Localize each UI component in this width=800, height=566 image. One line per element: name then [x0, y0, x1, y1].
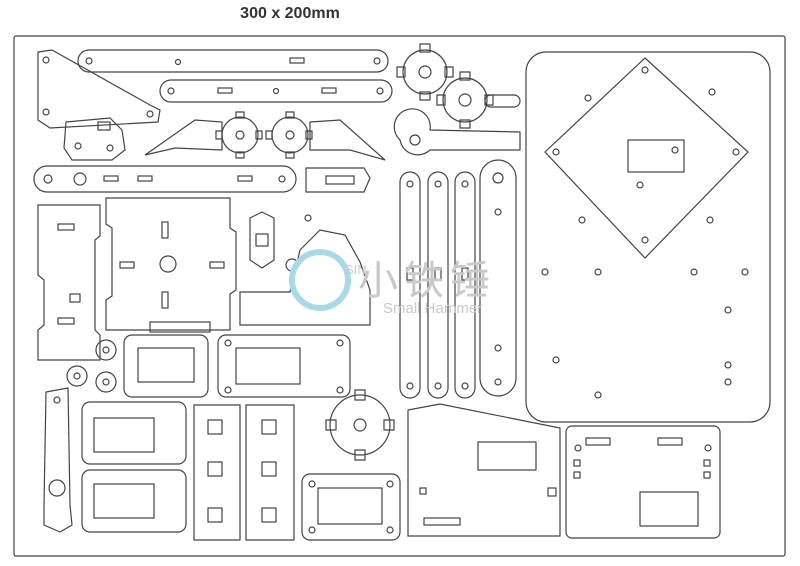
sheet-title: 300 x 200mm: [240, 5, 340, 22]
slot-tab-part: [305, 167, 371, 193]
base-box-front: [105, 197, 237, 331]
small-slot-link: [484, 94, 521, 108]
left-support-part: [37, 204, 101, 361]
vertical-link-2: [427, 171, 449, 399]
claw-block-part: [63, 117, 126, 161]
servo-mount-lower-2: [81, 469, 187, 533]
gripper-left: [144, 119, 223, 156]
servo-frame-lower: [301, 473, 401, 541]
small-bracket: [249, 211, 275, 269]
watermark-chinese-text: 小铁锤: [358, 258, 496, 304]
gear-pair: [215, 111, 313, 159]
washer-set: [66, 339, 117, 393]
vertical-link-3: [454, 171, 476, 399]
watermark-prefix: SIN: [345, 262, 367, 277]
vertical-link-4: [479, 159, 517, 397]
gear-robot-logo: [289, 249, 351, 311]
arm-triangle-part: [37, 49, 161, 129]
gripper-right: [309, 119, 386, 161]
notched-panel-1: [193, 404, 241, 541]
rotating-diamond-plate: [544, 57, 749, 259]
vertical-link-1: [399, 171, 421, 399]
notched-panel-2: [245, 404, 295, 541]
base-side-panel: [407, 403, 561, 537]
base-plate-large: [525, 51, 771, 423]
servo-mount-lower-1: [81, 401, 187, 465]
long-arm-lower: [43, 387, 73, 533]
watermark-english-text: Small Hammer: [383, 300, 483, 317]
sheet-border: [13, 35, 786, 557]
servo-frame-1: [123, 334, 209, 398]
gear-lower: [325, 389, 395, 461]
long-link-second: [159, 79, 393, 103]
servo-frame-2: [217, 334, 351, 398]
servo-horn-part: [393, 108, 521, 156]
controller-board: [565, 425, 721, 539]
long-link-top: [77, 49, 389, 73]
drive-gears: [396, 43, 494, 129]
long-link-third: [33, 165, 297, 193]
